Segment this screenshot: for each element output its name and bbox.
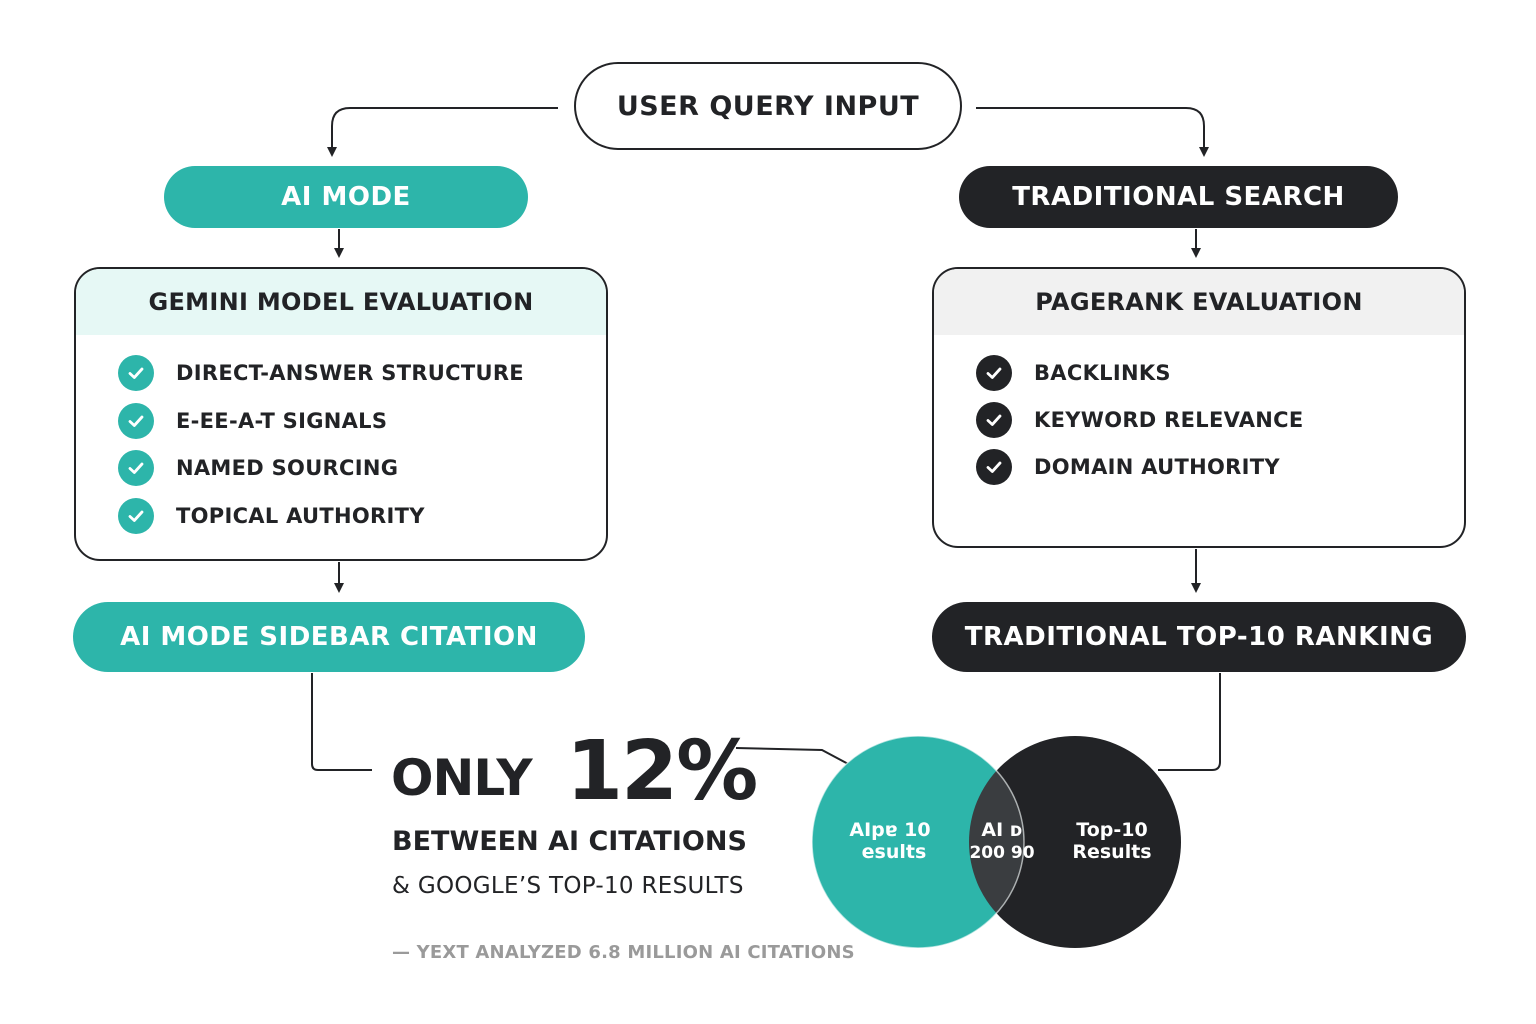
connector-query-to-ai: [327, 107, 558, 157]
venn-left-label-line-1: AIpɐ 10: [849, 819, 930, 841]
ai-mode-node: AI MODE: [164, 166, 528, 228]
connector-ranking-to-venn: [1158, 673, 1221, 771]
stat-line-2: & GOOGLE’S TOP-10 RESULTS: [392, 873, 744, 899]
traditional-search-label: TRADITIONAL SEARCH: [1012, 182, 1345, 212]
gemini-evaluation-title: GEMINI MODEL EVALUATION: [76, 269, 606, 335]
ai-criterion-item: E-EE-A-T SIGNALS: [118, 403, 387, 439]
ai-mode-sidebar-citation-node: AI MODE SIDEBAR CITATION: [73, 602, 585, 672]
check-icon: [976, 402, 1012, 438]
check-icon: [976, 355, 1012, 391]
traditional-criterion-label: BACKLINKS: [1034, 361, 1171, 385]
ai-outcome-label: AI MODE SIDEBAR CITATION: [120, 622, 538, 652]
source-note: — YEXT ANALYZED 6.8 MILLION AI CITATIONS: [392, 942, 855, 963]
connector-query-to-trad: [976, 107, 1209, 157]
ai-criterion-item: NAMED SOURCING: [118, 450, 398, 486]
traditional-outcome-label: TRADITIONAL TOP-10 RANKING: [964, 622, 1434, 652]
traditional-criterion-item: KEYWORD RELEVANCE: [976, 402, 1304, 438]
traditional-criterion-label: DOMAIN AUTHORITY: [1034, 455, 1280, 479]
venn-right-label-line-2: Results: [1072, 841, 1151, 863]
connector-stat-to-venn: [735, 747, 853, 767]
venn-diagram: AIpɐ 10 esults AI ᴅ 200 90 Top-10 Result…: [812, 735, 1181, 949]
pagerank-evaluation-title: PAGERANK EVALUATION: [934, 269, 1464, 335]
ai-criterion-label: NAMED SOURCING: [176, 456, 399, 480]
traditional-criterion-item: DOMAIN AUTHORITY: [976, 449, 1280, 485]
venn-left-circle: [812, 736, 1024, 948]
traditional-criterion-item: BACKLINKS: [976, 355, 1171, 391]
check-icon: [118, 355, 154, 391]
stat-percent: 12%: [566, 724, 758, 819]
check-icon: [976, 449, 1012, 485]
user-query-input-node: USER QUERY INPUT: [574, 62, 962, 150]
venn-left-label-line-2: esults: [862, 841, 927, 863]
ai-criterion-label: DIRECT-ANSWER STRUCTURE: [176, 361, 524, 385]
gemini-evaluation-panel: GEMINI MODEL EVALUATION DIRECT-ANSWER ST…: [74, 267, 608, 561]
check-icon: [118, 450, 154, 486]
check-icon: [118, 498, 154, 534]
pagerank-evaluation-panel: PAGERANK EVALUATION BACKLINKS KEYWORD RE…: [932, 267, 1466, 548]
stat-only-text: ONLY: [391, 749, 533, 807]
venn-overlap-label-line-2: 200 90: [969, 843, 1034, 863]
ai-criterion-item: TOPICAL AUTHORITY: [118, 498, 425, 534]
traditional-search-node: TRADITIONAL SEARCH: [959, 166, 1398, 228]
check-icon: [118, 403, 154, 439]
traditional-criterion-label: KEYWORD RELEVANCE: [1034, 408, 1304, 432]
venn-right-circle: [969, 736, 1181, 948]
venn-right-label-line-1: Top-10: [1076, 819, 1147, 841]
stat-line-1: BETWEEN AI CITATIONS: [392, 826, 747, 857]
connector-citation-to-stat: [311, 673, 372, 771]
traditional-top10-ranking-node: TRADITIONAL TOP-10 RANKING: [932, 602, 1466, 672]
ai-criterion-item: DIRECT-ANSWER STRUCTURE: [118, 355, 524, 391]
ai-criterion-label: E-EE-A-T SIGNALS: [176, 409, 388, 433]
ai-criterion-label: TOPICAL AUTHORITY: [176, 504, 425, 528]
venn-overlap-label-line-1: AI ᴅ: [981, 819, 1022, 841]
ai-mode-label: AI MODE: [281, 182, 411, 212]
user-query-input-label: USER QUERY INPUT: [616, 90, 920, 122]
